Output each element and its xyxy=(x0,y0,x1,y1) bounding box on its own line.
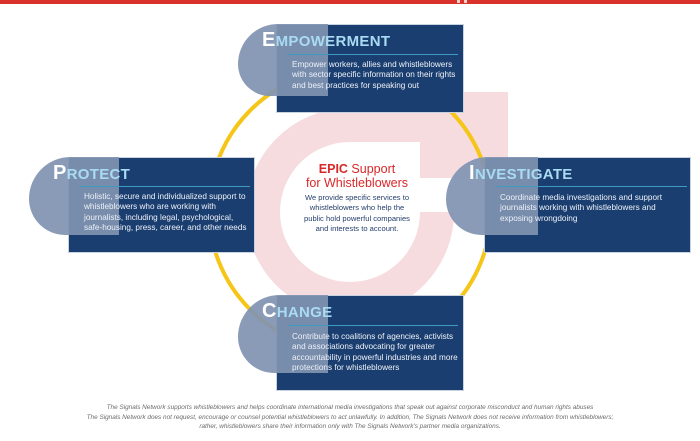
investigate-tab xyxy=(446,157,538,235)
change-title: CHANGE xyxy=(262,300,333,322)
center-title: EPIC Support for Whistleblowers xyxy=(305,162,409,190)
empowerment-title: EMPOWERMENT xyxy=(262,29,391,51)
change-description: Contribute to coalitions of agencies, ac… xyxy=(292,332,458,373)
center-description: We provide specific services to whistleb… xyxy=(304,193,410,234)
change-divider xyxy=(288,325,458,326)
investigate-title: INVESTIGATE xyxy=(469,162,573,184)
footer-disclaimer: The Signals Network supports whistleblow… xyxy=(0,403,700,432)
g-logo-shape xyxy=(246,92,508,316)
top-banner-bar xyxy=(0,0,700,4)
change-tab xyxy=(238,295,328,373)
empowerment-tab xyxy=(238,24,328,96)
footer-line-1: The Signals Network supports whistleblow… xyxy=(106,404,594,411)
center-circle: EPIC Support for Whistleblowers We provi… xyxy=(300,148,414,262)
footer-line-2: The Signals Network does not request, en… xyxy=(86,413,614,421)
protect-tab xyxy=(29,157,119,235)
empowerment-divider xyxy=(288,54,458,55)
footer-line-3: rather, whistleblowers share their infor… xyxy=(199,423,501,431)
investigate-divider xyxy=(497,186,687,187)
protect-title: PROTECT xyxy=(53,162,131,184)
protect-divider xyxy=(80,186,250,187)
empowerment-description: Empower workers, allies and whistleblowe… xyxy=(292,60,456,90)
protect-description: Holistic, secure and individualized supp… xyxy=(84,192,247,233)
banner-logo-fragment xyxy=(455,0,469,3)
investigate-description: Coordinate media investigations and supp… xyxy=(500,193,663,223)
